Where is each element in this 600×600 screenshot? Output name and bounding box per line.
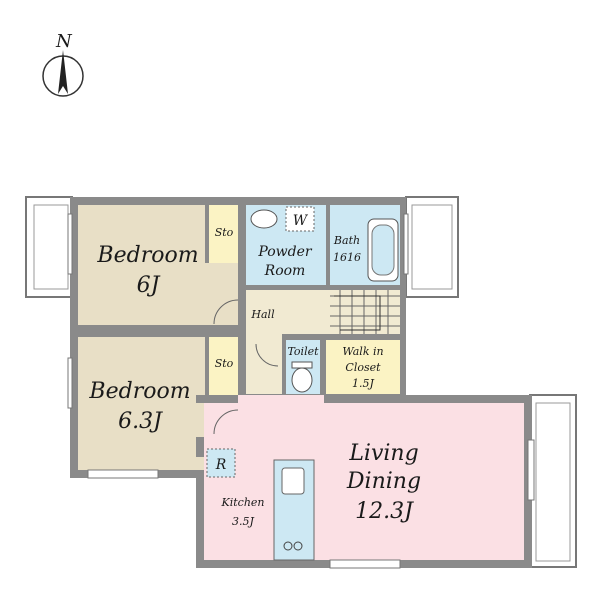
powder-room-label-line2: Room	[264, 263, 306, 279]
living-size: 12.3J	[355, 499, 414, 524]
kitchen-sink-icon	[281, 467, 305, 495]
walkin-size: 1.5J	[352, 377, 374, 390]
bedroom-2-name: Bedroom	[88, 379, 190, 404]
fridge-space	[206, 448, 236, 478]
bath-label: Bath	[333, 234, 360, 247]
kitchen-counter	[273, 459, 315, 561]
storage-2-label: Sto	[215, 357, 234, 370]
storage-1-label: Sto	[215, 226, 234, 239]
balcony-left	[25, 196, 73, 298]
hall-stairs	[246, 290, 400, 334]
compass-north-label: N	[55, 31, 73, 52]
hall-label: Hall	[250, 308, 275, 321]
walkin-label-line2: Closet	[345, 361, 381, 374]
bedroom-1-name: Bedroom	[96, 243, 198, 268]
bath-size: 1616	[333, 251, 361, 264]
washer-space	[285, 206, 315, 232]
sink-icon	[250, 209, 278, 229]
toilet-label: Toilet	[287, 345, 319, 358]
compass: N	[42, 31, 84, 97]
walkin-closet	[326, 340, 400, 394]
door-swings	[213, 299, 279, 435]
washer-label: W	[293, 213, 309, 229]
living-label-line2: Dining	[346, 469, 421, 494]
storage-1	[209, 205, 238, 263]
windows	[67, 213, 535, 569]
staircase	[330, 290, 400, 334]
balcony-living	[529, 394, 577, 568]
living-label-line1: Living	[348, 441, 418, 466]
storage-2	[209, 337, 238, 395]
kitchen-size: 3.5J	[232, 515, 254, 528]
toilet-icon	[291, 367, 313, 393]
walkin-label-line1: Walk in	[342, 345, 383, 358]
bedroom-1-size: 6J	[137, 273, 161, 298]
fridge-label: R	[215, 457, 227, 473]
bedroom-2-size: 6.3J	[118, 409, 163, 434]
interior-walls	[70, 205, 406, 457]
powder-room-label-line1: Powder	[257, 244, 313, 260]
kitchen-label: Kitchen	[221, 496, 265, 509]
living-dining	[204, 403, 524, 560]
balcony-right	[405, 196, 459, 298]
stove-icon	[283, 541, 293, 551]
hall-lower	[246, 334, 282, 394]
compass-arrow-icon	[58, 50, 68, 94]
